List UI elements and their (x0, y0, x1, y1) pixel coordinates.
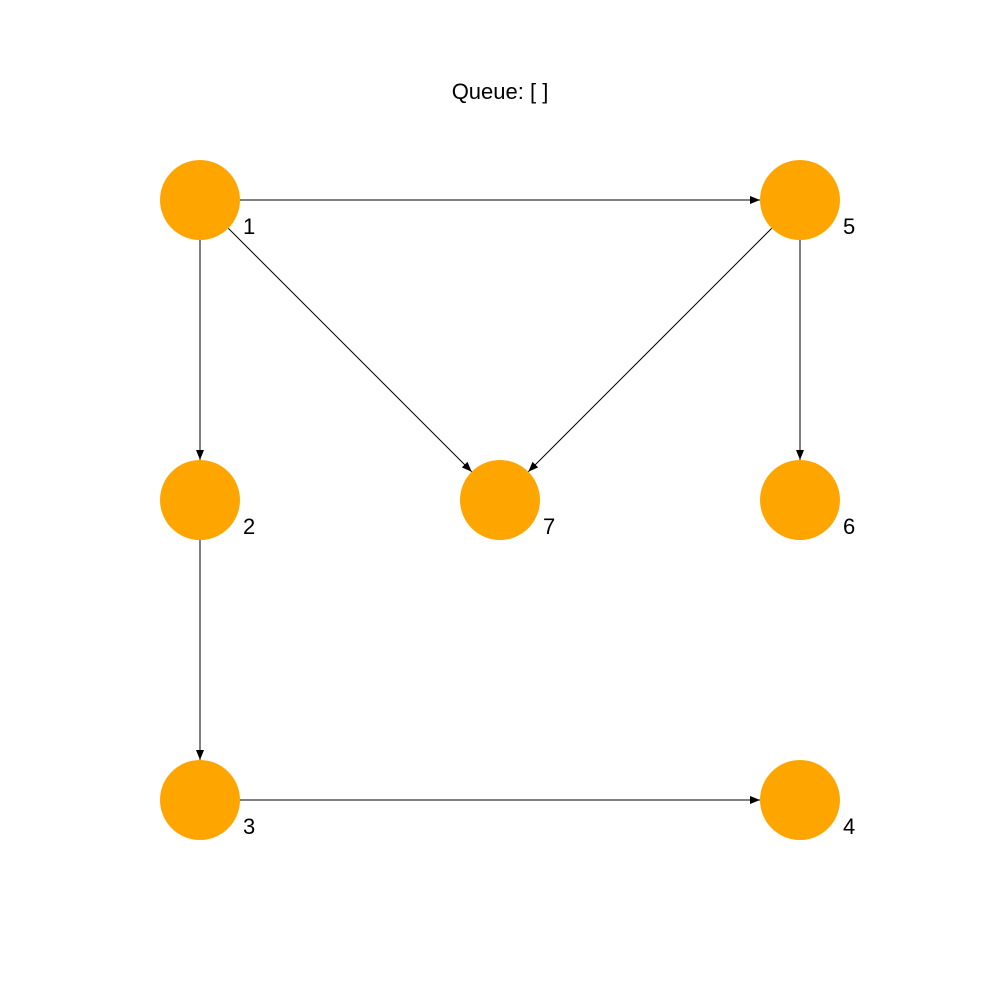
node-circle-4 (760, 760, 840, 840)
node-circle-6 (760, 460, 840, 540)
node-circle-3 (160, 760, 240, 840)
node-label-2: 2 (243, 514, 255, 539)
node-7: 7 (460, 460, 555, 540)
node-label-3: 3 (243, 814, 255, 839)
node-5: 5 (760, 160, 855, 240)
node-circle-1 (160, 160, 240, 240)
node-label-5: 5 (843, 214, 855, 239)
node-3: 3 (160, 760, 255, 840)
node-label-6: 6 (843, 514, 855, 539)
node-2: 2 (160, 460, 255, 540)
node-4: 4 (760, 760, 855, 840)
node-circle-5 (760, 160, 840, 240)
node-label-4: 4 (843, 814, 855, 839)
queue-status-title: Queue: [ ] (451, 79, 549, 104)
node-circle-2 (160, 460, 240, 540)
node-label-1: 1 (243, 214, 255, 239)
node-6: 6 (760, 460, 855, 540)
node-circle-7 (460, 460, 540, 540)
edge-5-to-7 (527, 227, 773, 473)
edge-1-to-7 (227, 227, 473, 473)
node-label-7: 7 (543, 514, 555, 539)
nodes-layer: 1 2 3 4 5 6 7 (160, 160, 855, 840)
edges-layer (196, 196, 804, 804)
node-1: 1 (160, 160, 255, 240)
